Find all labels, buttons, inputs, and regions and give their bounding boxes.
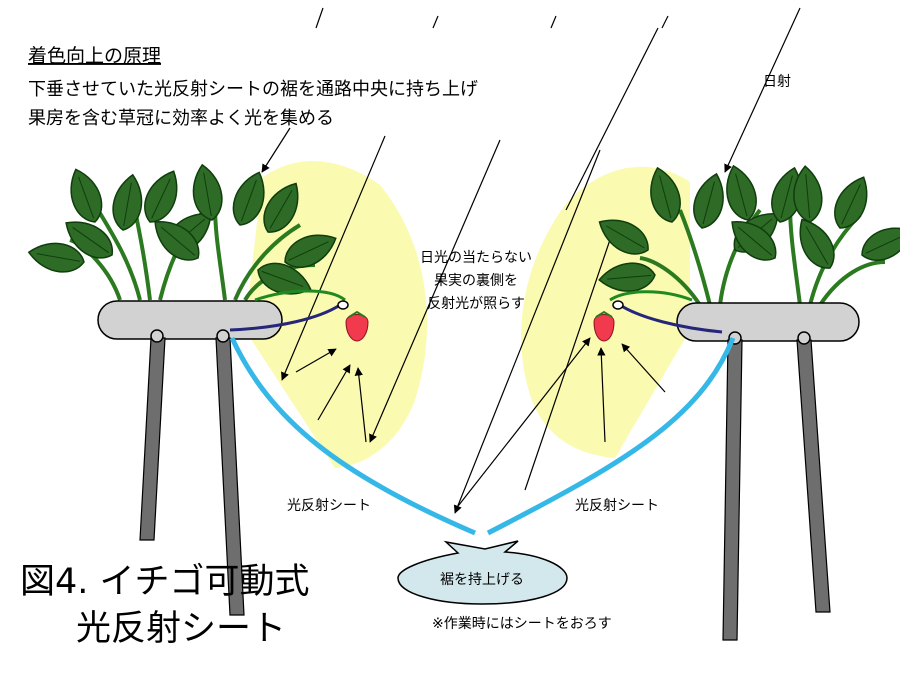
sheet-label-right: 光反射シート: [575, 498, 659, 514]
backside-label-1: 日光の当たらない: [420, 250, 532, 266]
strawberry-plant-right: [591, 161, 900, 307]
bench-left: [97, 300, 283, 340]
lift-callout-bubble: [397, 540, 568, 605]
bench-right: [676, 302, 860, 342]
peduncle-right-green: [609, 290, 693, 302]
heading: 着色向上の原理: [28, 45, 161, 67]
sheet-label-left: 光反射シート: [287, 498, 371, 514]
sunlight-rays: [261, 7, 801, 514]
strawberry-left: [345, 314, 369, 342]
reflected-light-area-left: [245, 161, 428, 469]
work-note: ※作業時にはシートをおろす: [432, 616, 612, 632]
backside-label-3: 反射光が照らす: [427, 296, 525, 312]
reflected-light-arrows: [295, 337, 666, 511]
reflective-sheet-left: [229, 336, 476, 536]
calyx-left: [337, 300, 349, 310]
strawberry-plant-left: [25, 161, 343, 303]
description-line-2: 果房を含む草冠に効率よく光を集める: [28, 108, 334, 129]
figure-caption-line-2: 光反射シート: [76, 609, 286, 649]
sunlight-label: 日射: [763, 74, 791, 90]
calyx-right: [612, 300, 624, 310]
leg-joints: [150, 329, 811, 345]
lift-callout-text: 裾を持上げる: [440, 572, 524, 588]
reflective-sheet-right: [486, 337, 736, 536]
peduncle-right-navy: [619, 303, 723, 334]
peduncle-left-green: [254, 289, 346, 302]
strawberry-right: [593, 314, 615, 342]
peduncle-left-navy: [229, 303, 341, 332]
description-line-1: 下垂させていた光反射シートの裾を通路中央に持ち上げ: [28, 79, 478, 100]
figure-caption-line-1: 図4. イチゴ可動式: [20, 562, 310, 602]
backside-label-2: 果実の裏側を: [434, 272, 518, 289]
